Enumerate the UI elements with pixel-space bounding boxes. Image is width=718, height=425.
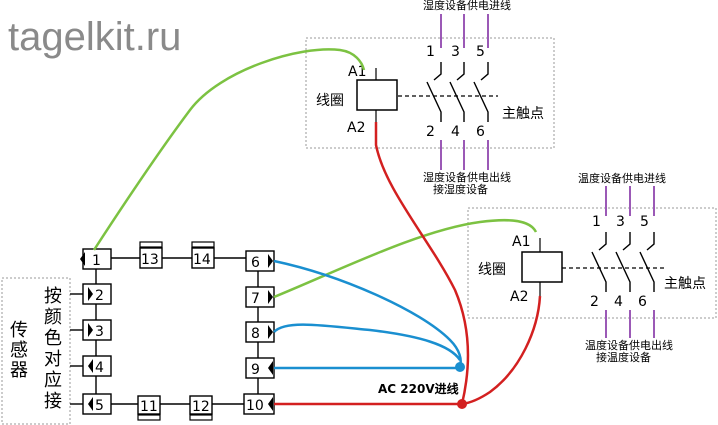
svg-text:6: 6 <box>251 255 260 271</box>
watermark: tagelkit.ru <box>8 15 181 59</box>
sensor-note-char-5: 应 <box>44 370 62 391</box>
sensor-note-char-1: 按 <box>44 286 62 307</box>
green-wire-to-relay-1 <box>92 48 366 251</box>
terminal-5: 5 <box>82 393 112 415</box>
relay-1-terminal-4: 4 <box>451 124 460 140</box>
svg-text:14: 14 <box>193 252 211 268</box>
svg-text:7: 7 <box>251 291 260 307</box>
terminal-14: 14 <box>191 241 215 269</box>
relay-1-terminal-1: 1 <box>426 44 435 60</box>
relay-1-coil <box>356 79 398 111</box>
relay-2-terminal-3: 3 <box>616 214 625 230</box>
relay-2-a2-label: A2 <box>510 289 528 305</box>
svg-text:12: 12 <box>192 399 210 415</box>
terminal-1: 1 <box>80 248 112 270</box>
relay-2-contacts <box>591 232 655 292</box>
controller-middle-terminals: 13 14 11 12 <box>137 241 215 421</box>
relay-2: 温度设备供电进线 1 3 5 A1 A2 线圈 主触点 2 4 6 温度设备供电… <box>467 171 717 364</box>
relay-2-terminal-6: 6 <box>638 294 647 310</box>
sensor-note-char-6: 接 <box>44 391 62 412</box>
relay-1-terminal-6: 6 <box>476 124 485 140</box>
relay-1-bottom-caption-2: 接湿度设备 <box>433 182 488 196</box>
relay-1-terminal-3: 3 <box>451 44 460 60</box>
svg-text:1: 1 <box>92 253 101 269</box>
terminal-10: 10 <box>243 393 275 415</box>
sensor-block: 传 感 器 按 颜 色 对 应 接 <box>1 277 71 425</box>
svg-text:10: 10 <box>246 398 264 414</box>
relay-1-main-contacts-label: 主触点 <box>502 106 544 122</box>
green-wire-to-relay-2 <box>273 218 538 299</box>
relay-1-a2-label: A2 <box>347 120 365 136</box>
relay-2-bottom-caption-1: 温度设备供电出线 <box>585 338 673 352</box>
terminal-13: 13 <box>139 241 163 269</box>
terminal-4: 4 <box>82 355 112 377</box>
relay-1-terminal-5: 5 <box>476 44 485 60</box>
svg-text:2: 2 <box>95 288 104 304</box>
terminal-9: 9 <box>245 357 275 379</box>
terminal-3: 3 <box>82 319 112 341</box>
sensor-note-char-3: 色 <box>44 328 62 349</box>
blue-junction-node <box>455 362 465 372</box>
svg-text:4: 4 <box>95 360 104 376</box>
terminal-12: 12 <box>189 395 213 421</box>
relay-2-a1-label: A1 <box>512 234 530 250</box>
svg-text:11: 11 <box>140 399 158 415</box>
relay-1-bottom-caption-1: 湿度设备供电出线 <box>423 170 511 184</box>
terminal-2: 2 <box>82 283 112 305</box>
terminal-7: 7 <box>245 286 275 308</box>
svg-text:8: 8 <box>251 326 260 342</box>
controller-right-terminals: 6 7 8 9 10 <box>243 250 275 415</box>
sensor-note-char-4: 对 <box>44 349 62 370</box>
svg-text:5: 5 <box>95 398 104 414</box>
sensor-title-char-3: 器 <box>10 360 28 381</box>
terminal-8: 8 <box>245 321 275 343</box>
relay-2-coil <box>521 251 563 283</box>
blue-wire-from-terminal-6 <box>273 259 462 367</box>
sensor-title-char-1: 传 <box>10 320 28 341</box>
controller-bus <box>95 257 259 405</box>
relay-2-top-caption: 温度设备供电进线 <box>578 171 666 185</box>
relay-2-terminal-5: 5 <box>640 214 649 230</box>
svg-text:9: 9 <box>251 362 260 378</box>
relay-1: 湿度设备供电进线 1 3 5 A1 A2 线圈 主触点 2 4 6 湿度设备供电… <box>305 0 555 196</box>
terminal-6: 6 <box>245 250 275 272</box>
relay-1-terminal-2: 2 <box>426 124 435 140</box>
relay-2-terminal-2: 2 <box>590 294 599 310</box>
sensor-title-char-2: 感 <box>10 340 28 361</box>
red-wire-from-relay-1 <box>374 122 470 405</box>
relay-2-border <box>467 207 717 319</box>
terminal-11: 11 <box>137 395 161 421</box>
relay-2-terminal-1: 1 <box>592 214 601 230</box>
red-wire-from-relay-2 <box>461 295 542 406</box>
relay-1-coil-label: 线圈 <box>316 93 344 109</box>
relay-1-a1-label: A1 <box>348 64 366 80</box>
relay-2-coil-label: 线圈 <box>478 262 506 278</box>
relay-1-top-caption: 湿度设备供电进线 <box>423 0 511 12</box>
svg-text:3: 3 <box>95 324 104 340</box>
relay-2-terminal-4: 4 <box>614 294 623 310</box>
red-junction-node <box>457 399 467 409</box>
svg-text:13: 13 <box>141 252 159 268</box>
power-input-label: AC 220V进线 <box>378 381 459 396</box>
relay-2-bottom-caption-2: 接温度设备 <box>596 350 651 364</box>
relay-2-main-contacts-label: 主触点 <box>664 276 706 292</box>
controller-left-terminals: 1 2 3 4 5 <box>70 248 112 415</box>
sensor-border <box>1 277 71 425</box>
sensor-note-char-2: 颜 <box>44 307 62 328</box>
blue-wire-from-terminal-8 <box>273 323 462 361</box>
relay-1-contacts <box>426 62 489 122</box>
relay-1-border <box>305 37 555 149</box>
